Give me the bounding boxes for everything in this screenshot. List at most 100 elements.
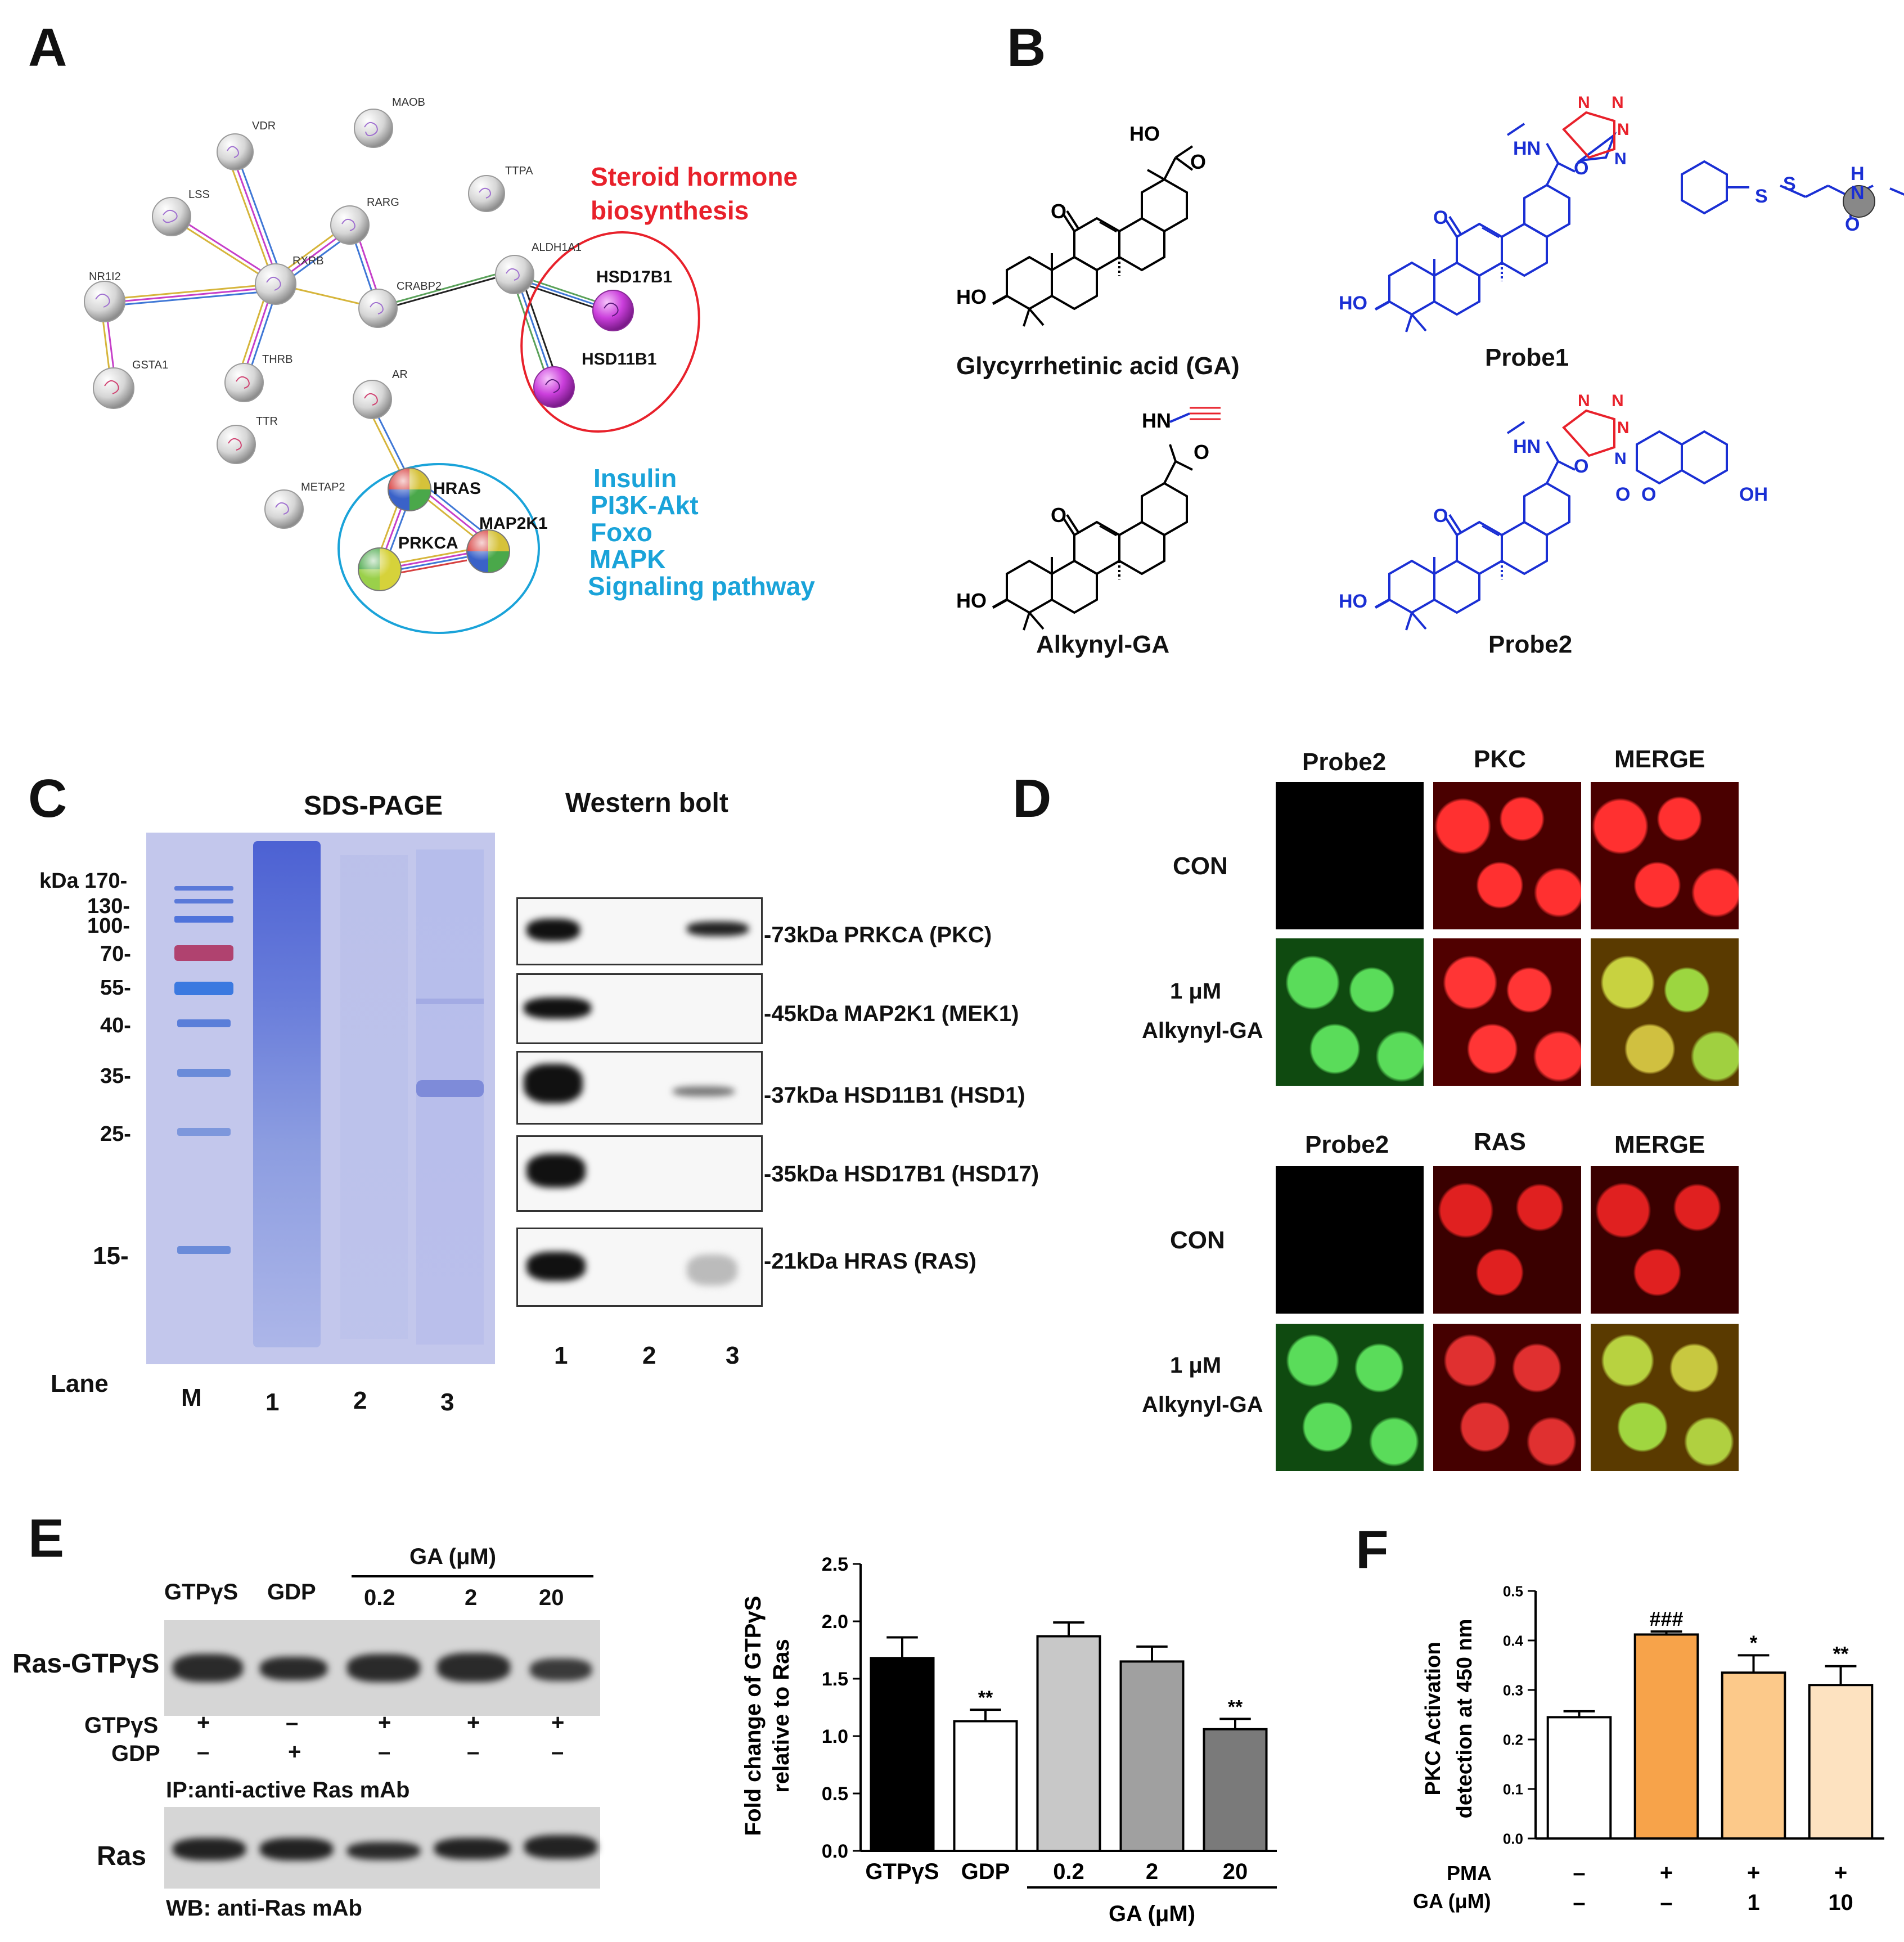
panel-label-a: A — [28, 17, 67, 78]
bar — [1808, 1684, 1874, 1840]
d-row-con: CON — [1173, 852, 1228, 880]
node-rxrb — [255, 263, 296, 305]
node-hsd17b1 — [592, 290, 634, 331]
steroid-label-line: Steroid hormone — [591, 162, 798, 191]
img-probe2-con-pkc — [1276, 782, 1424, 929]
node-hras — [388, 467, 431, 511]
significance-label: * — [1749, 1631, 1757, 1654]
marker-label: 100- — [87, 914, 130, 938]
pma-sign: – — [1573, 1860, 1585, 1885]
img-pkc-con — [1433, 782, 1581, 929]
atom-o: O — [1051, 504, 1066, 527]
img-merge-con-pkc — [1591, 782, 1739, 929]
node-gsta1 — [93, 367, 134, 409]
wb-lane-label: 2 — [642, 1342, 656, 1369]
wb-lane-label: 3 — [726, 1342, 740, 1369]
compound-name: Probe2 — [1488, 631, 1572, 658]
edge-nr1i2-rxrb — [106, 283, 275, 307]
d-row-con: CON — [1170, 1226, 1225, 1254]
atom-h: H — [1851, 163, 1865, 185]
x-tick-label: 0.2 — [1053, 1859, 1084, 1884]
e-sign: + — [467, 1710, 480, 1735]
wb-strip-map2k1 — [516, 973, 763, 1044]
e-gdp-row-label: GDP — [111, 1741, 160, 1766]
chemical-structures: HO O O HO HN O O HO HN N — [956, 93, 1904, 658]
sds-lane-label: M — [181, 1384, 202, 1411]
marker-label: 70- — [100, 942, 131, 966]
atom-n: N — [1851, 182, 1865, 204]
edge-crabp2-aldh1a1 — [393, 273, 496, 307]
y-tick-label: 2.5 — [822, 1554, 848, 1575]
edge-rarg-crabp2 — [352, 235, 379, 296]
lane-title: Lane — [51, 1370, 109, 1397]
atom-n: N — [1617, 419, 1630, 437]
bar — [1203, 1728, 1268, 1853]
panel-label-d: D — [1012, 768, 1052, 829]
significance-label: ** — [978, 1687, 993, 1709]
atom-o: O — [1615, 484, 1630, 505]
atom-o: O — [1433, 505, 1448, 527]
e-sign: + — [551, 1710, 565, 1735]
node-label: TTPA — [505, 165, 533, 177]
wb-row-label: -37kDa HSD11B1 (HSD1) — [764, 1083, 1025, 1108]
y-tick-label: 0.0 — [822, 1841, 848, 1862]
pathway-label-line: MAPK — [589, 545, 665, 574]
y-tick-label: 0.0 — [1503, 1830, 1523, 1847]
edge-rxrb-thrb — [241, 298, 274, 368]
edge-ar-hras — [370, 411, 406, 473]
marker-label: 130- — [87, 894, 130, 918]
node-label: MAOB — [392, 96, 425, 109]
node-label: HSD17B1 — [596, 268, 672, 286]
compound-name: Glycyrrhetinic acid (GA) — [956, 352, 1240, 380]
bar — [1036, 1635, 1101, 1853]
atom-hn: HN — [1513, 138, 1541, 159]
pathway-label-line: Insulin — [593, 464, 677, 493]
panel-label-c: C — [28, 768, 67, 829]
node-ttpa — [468, 175, 505, 212]
protein-network: VDR MAOB LSS TTPA RARG RXRB CRABP2 ALDH1… — [84, 96, 815, 634]
d-header: MERGE — [1614, 745, 1705, 773]
triazole-ring — [1562, 409, 1615, 457]
structure-alkynyl-ga — [993, 444, 1193, 630]
edge-rarg-rxrb — [282, 231, 345, 280]
ga-sign: – — [1573, 1890, 1585, 1915]
node-map2k1 — [466, 529, 510, 573]
e-col-label: 0.2 — [364, 1585, 395, 1610]
marker-label: 15- — [93, 1242, 129, 1270]
atom-o: O — [1190, 150, 1206, 173]
pathway-label-line: PI3K-Akt — [591, 491, 699, 520]
edge-hras-prkca — [379, 502, 408, 554]
bar — [1721, 1671, 1786, 1840]
node-label: ALDH1A1 — [532, 241, 582, 254]
node-vdr — [217, 133, 254, 170]
significance-label: ### — [1649, 1607, 1683, 1630]
atom-n: N — [1617, 120, 1630, 139]
bar — [1119, 1660, 1185, 1852]
d-header: PKC — [1474, 745, 1526, 773]
y-axis-label: detection at 450 nm — [1453, 1619, 1477, 1819]
d-row-treat: 1 μM — [1170, 1353, 1222, 1378]
node-label: RARG — [367, 196, 399, 209]
pathway-label-line: Signaling pathway — [588, 572, 815, 601]
node-lss — [152, 197, 191, 236]
e-ga-underline — [352, 1575, 593, 1577]
img-probe2-treat-pkc — [1276, 938, 1424, 1086]
significance-label: ** — [1833, 1642, 1848, 1665]
d-header: Probe2 — [1302, 748, 1387, 776]
y-tick-label: 1.0 — [822, 1726, 848, 1747]
wb-lane-label: 1 — [554, 1342, 568, 1369]
d-header: Probe2 — [1305, 1131, 1389, 1158]
y-tick-label: 1.5 — [822, 1669, 848, 1690]
atom-o: O — [1574, 456, 1588, 477]
edge-vdr-rxrb — [229, 161, 279, 269]
solid-support-bead — [1843, 185, 1875, 218]
node-label: RXRB — [292, 255, 324, 267]
atom-ho: HO — [1339, 591, 1367, 612]
node-label: PRKCA — [398, 534, 458, 552]
y-tick-label: 2.0 — [822, 1611, 848, 1633]
atom-s: S — [1783, 173, 1796, 195]
atom-n: N — [1578, 392, 1590, 410]
ga-sign: 1 — [1747, 1890, 1759, 1915]
e-sign: – — [197, 1739, 210, 1764]
sds-lane-label: 2 — [353, 1387, 367, 1414]
